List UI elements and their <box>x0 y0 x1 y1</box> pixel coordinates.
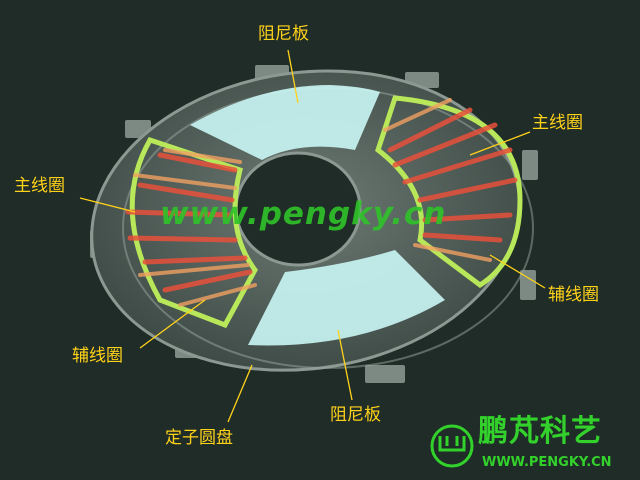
label-aux-coil-left: 辅线圈 <box>72 346 123 366</box>
label-damper-bottom: 阻尼板 <box>330 405 381 425</box>
logo-url: WWW.PENGKY.CN <box>482 455 612 470</box>
label-stator-disc: 定子圆盘 <box>165 428 233 448</box>
coil-left <box>125 136 258 329</box>
logo-name: 鹏芃科艺 <box>478 414 602 449</box>
label-damper-top: 阻尼板 <box>258 24 309 44</box>
damper-plate-bottom <box>248 250 445 346</box>
label-main-coil-left: 主线圈 <box>14 176 65 196</box>
logo-emblem <box>430 424 474 468</box>
label-aux-coil-right: 辅线圈 <box>548 285 599 305</box>
coil-right <box>375 95 523 289</box>
watermark: www.pengky.cn <box>160 196 447 232</box>
label-main-coil-right: 主线圈 <box>532 113 583 133</box>
damper-plate-top <box>190 85 380 160</box>
leader-lines <box>79 49 546 423</box>
